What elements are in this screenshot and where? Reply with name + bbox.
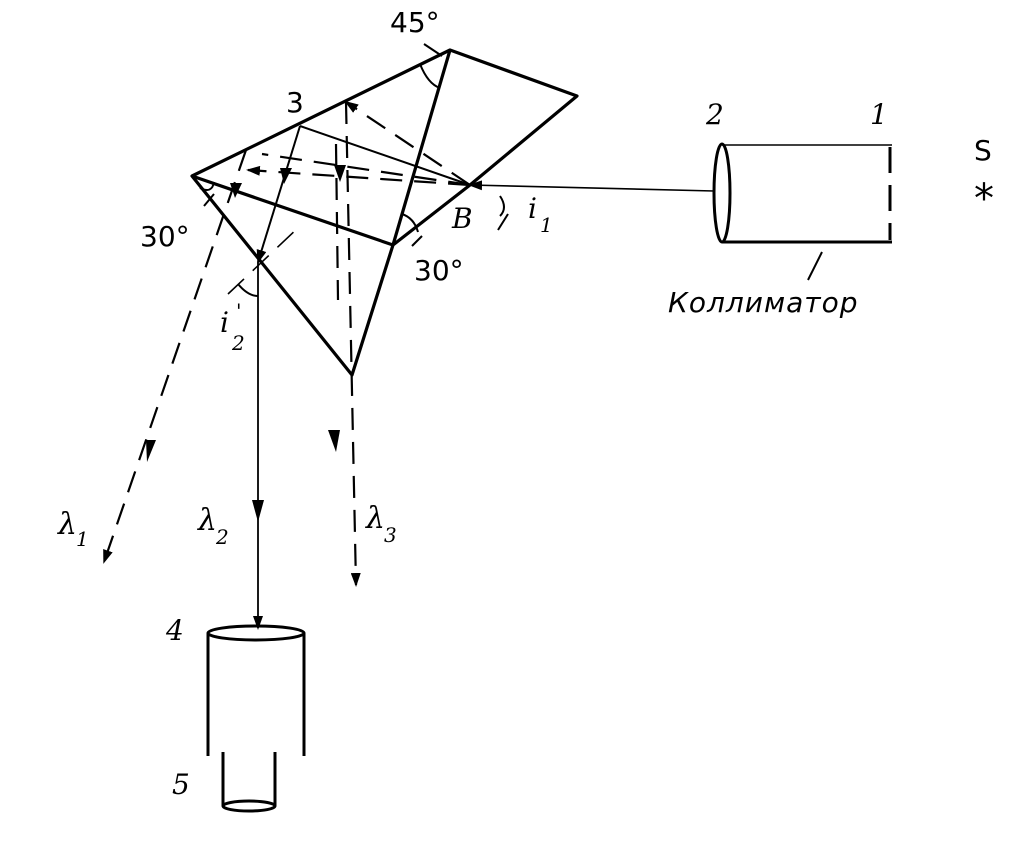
arrow-lambda2 (252, 500, 264, 522)
prism-outer-outline (190, 48, 579, 377)
ray-dashed-center (334, 143, 340, 301)
lambda3-letter: λ (365, 501, 385, 536)
normal-dashed-exit (227, 225, 301, 295)
source-star: * (974, 176, 994, 222)
lambda1-letter: λ (57, 507, 77, 542)
lambda1-label: λ 1 (57, 507, 89, 551)
angle-i2-label: i ' 2 (220, 299, 245, 355)
ray-3-down (256, 125, 301, 264)
eyepiece-end (221, 799, 277, 813)
angle-arcs (199, 43, 509, 297)
point-b-label: B (451, 202, 473, 235)
telescope-objective (206, 624, 306, 642)
arrow-inside-1 (280, 168, 292, 184)
arrow-inside-3 (230, 183, 242, 198)
i2-subscript: 2 (231, 331, 245, 355)
tick-i1 (497, 213, 509, 231)
mid-ray-arrows (146, 165, 346, 522)
i2-letter: i (220, 306, 229, 339)
arc-30-left (199, 181, 215, 191)
tick-45 (423, 43, 443, 57)
angle-30-left-label: 30° (140, 220, 190, 253)
angle-i1-label: i 1 (528, 192, 553, 237)
ray-b-to-3 (299, 125, 471, 186)
angle-30-bottom-label: 30° (414, 254, 464, 287)
i1-letter: i (528, 192, 537, 225)
lambda1-subscript: 1 (76, 527, 89, 551)
label-4: 4 (165, 614, 184, 647)
arrow-inside-2 (334, 165, 346, 182)
lambda3-label: λ 3 (365, 501, 397, 547)
i1-subscript: 1 (540, 213, 553, 237)
prism-body (190, 48, 579, 377)
tick-30-left (203, 193, 215, 207)
arc-30-bottom (401, 213, 419, 233)
solid-rays (253, 125, 471, 630)
ray-dashed-b-mid (261, 152, 471, 187)
collimator-label: Коллиматор (668, 286, 859, 319)
tick-30-bottom (411, 235, 423, 247)
lambda2-subscript: 2 (215, 525, 229, 549)
prism-diagonal-top-to-bottom (391, 49, 452, 246)
lambda3-subscript: 3 (384, 523, 397, 547)
arc-i2 (237, 283, 259, 297)
telescope (206, 624, 306, 813)
arc-45 (419, 63, 441, 89)
label-2: 2 (705, 98, 724, 131)
collimator (712, 142, 892, 281)
arrow-lambda3 (328, 430, 340, 452)
arc-i1 (499, 195, 505, 217)
arrow-lambda1 (146, 440, 156, 462)
i2-prime: ' (236, 299, 242, 323)
label-5: 5 (172, 768, 190, 801)
lambda2-label: λ 2 (197, 503, 229, 549)
dashed-rays (102, 100, 471, 587)
collimator-lens (712, 142, 732, 244)
lambda2-letter: λ (197, 503, 217, 538)
ray-dashed-lambda1 (102, 149, 248, 564)
collimator-label-leader (807, 251, 823, 281)
label-1: 1 (870, 98, 888, 131)
ray-dashed-b-upper (344, 100, 471, 186)
incident-beam (468, 180, 715, 192)
source-s-label: S (974, 134, 992, 167)
point-3-label: 3 (286, 86, 304, 119)
prism-inner-left-edge (191, 174, 394, 247)
angle-45-label: 45° (390, 6, 440, 39)
ray-dashed-lambda3 (344, 101, 361, 587)
